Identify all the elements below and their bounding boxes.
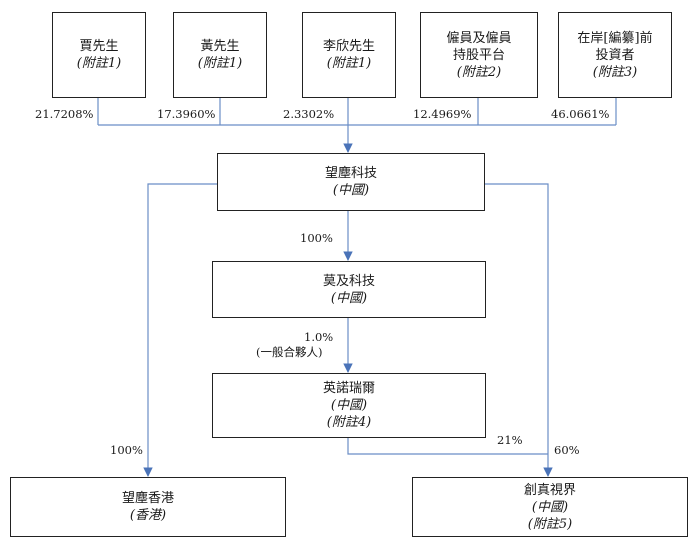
entity-box-moji-tech: 莫及科技 (中國)	[212, 261, 486, 318]
entity-note-2: (附註5)	[527, 516, 573, 532]
shareholder-note: (附註1)	[326, 56, 372, 71]
pct-employees: 12.4969%	[413, 107, 472, 121]
shareholder-name: 僱員及僱員	[446, 30, 512, 46]
entity-note: (中國)	[330, 290, 368, 306]
shareholder-box-huang: 黃先生 (附註1)	[173, 12, 267, 98]
yingnuo-to-chuangzhen-line	[347, 438, 548, 455]
shareholder-note: (附註3)	[592, 64, 638, 80]
wangchen-to-hk-line	[143, 183, 217, 477]
shareholder-note: (附註1)	[197, 56, 243, 71]
pct-yingnuo-to-chuangzhen: 21%	[497, 433, 523, 447]
pct-lixin: 2.3302%	[283, 107, 335, 121]
shareholder-note: (附註2)	[456, 64, 502, 80]
entity-note-2: (附註4)	[326, 415, 372, 430]
shareholder-box-investors: 在岸[編纂]前 投資者 (附註3)	[558, 12, 672, 98]
entity-name: 望塵香港	[121, 491, 174, 506]
entity-note: (中國)	[330, 398, 368, 413]
pct-jia: 21.7208%	[35, 107, 94, 121]
entity-note: (中國)	[531, 499, 569, 515]
entity-note: (中國)	[332, 183, 370, 198]
pct-investors: 46.0661%	[551, 107, 610, 121]
shareholder-name: 黃先生	[200, 39, 240, 54]
entity-name: 英諾瑞爾	[322, 381, 375, 396]
shareholder-box-lixin: 李欣先生 (附註1)	[302, 12, 396, 98]
shareholder-note: (附註1)	[76, 56, 122, 71]
general-partner-label: (一般合夥人)	[256, 345, 323, 359]
pct-huang: 17.3960%	[157, 107, 216, 121]
shareholder-box-employees: 僱員及僱員 持股平台 (附註2)	[420, 12, 538, 98]
shareholder-name: 李欣先生	[322, 39, 375, 54]
shareholder-box-jia: 賈先生 (附註1)	[52, 12, 146, 98]
shareholder-name: 在岸[編纂]前	[577, 30, 653, 46]
entity-note: (香港)	[129, 508, 167, 523]
entity-name: 創真視界	[523, 482, 576, 498]
pct-wangchen-to-chuangzhen: 60%	[554, 443, 580, 457]
entity-box-wangchen-hk: 望塵香港 (香港)	[10, 477, 286, 537]
pct-wangchen-to-moji: 100%	[300, 231, 333, 245]
entity-box-chuangzhen: 創真視界 (中國) (附註5)	[412, 477, 688, 537]
shareholder-name-line2: 投資者	[595, 47, 635, 63]
shareholder-name-line2: 持股平台	[452, 47, 505, 63]
pct-wangchen-to-hk: 100%	[110, 443, 143, 457]
entity-box-yingnuo: 英諾瑞爾 (中國) (附註4)	[212, 373, 486, 438]
wangchen-to-chuangzhen-line	[485, 183, 553, 477]
entity-box-wangchen-tech: 望塵科技 (中國)	[217, 153, 485, 211]
pct-moji-to-yingnuo: 1.0%	[304, 330, 334, 344]
entity-name: 莫及科技	[322, 273, 375, 289]
shareholder-name: 賈先生	[79, 39, 119, 54]
entity-name: 望塵科技	[324, 166, 377, 181]
